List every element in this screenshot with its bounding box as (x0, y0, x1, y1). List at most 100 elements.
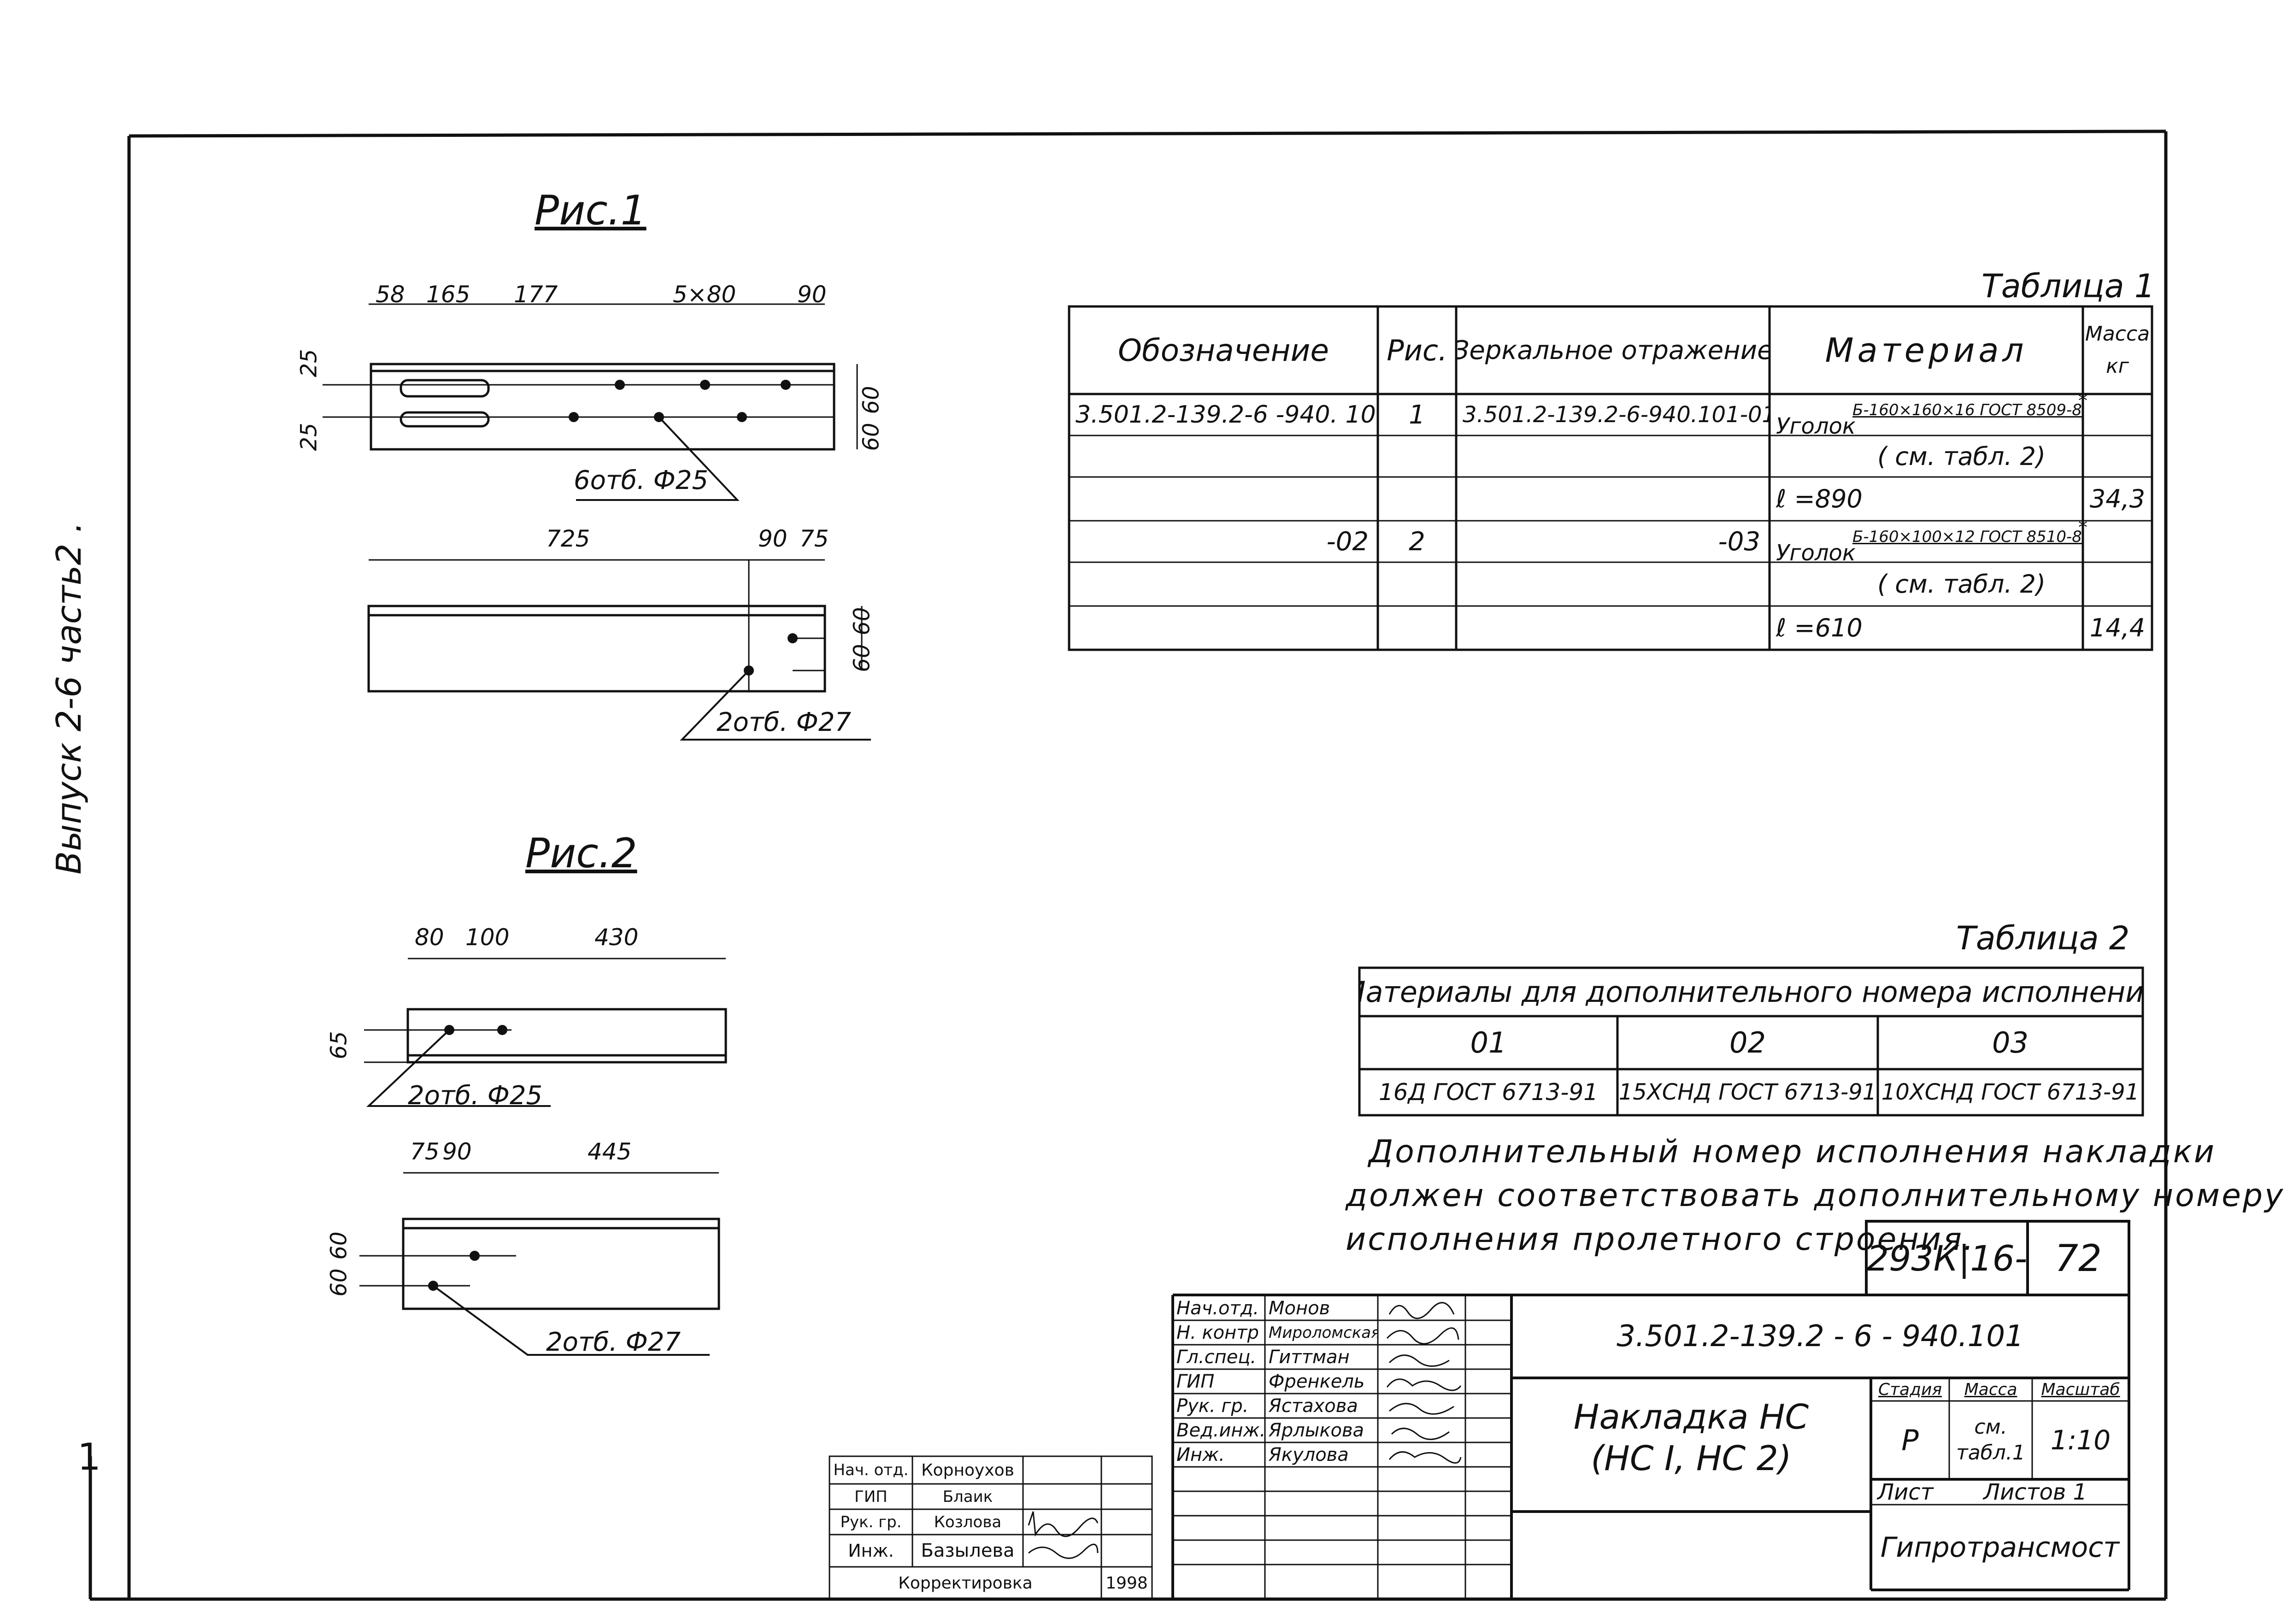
tb-name-1: Мироломская (1269, 1323, 1378, 1342)
fig1-bottom-part (367, 559, 863, 693)
fig1-dim-58: 58 (376, 281, 405, 308)
table2-header: Материалы для дополнительного номера исп… (1359, 975, 2143, 1009)
tb-name-3: Френкель (1269, 1371, 1365, 1392)
fig2-top-part (364, 958, 727, 1064)
table1-row1-mirror: 3.501.2-139.2-6-940.101-01 (1463, 402, 1770, 428)
tb-name-4: Ястахова (1269, 1395, 1358, 1417)
table1-row1-length: ℓ =890 (1776, 484, 1863, 513)
tb-stage: Р (1901, 1423, 1919, 1457)
stamp-code: 1293К|16-2 (1866, 1221, 2028, 1295)
fig2-dim-430: 430 (594, 924, 639, 951)
fig1-dim-165: 165 (426, 281, 470, 308)
title-block-signatures (1386, 1302, 1462, 1464)
tb-stage-label: Стадия (1878, 1380, 1942, 1399)
fig2-dim-100: 100 (465, 924, 510, 951)
cb-year: 1998 (1105, 1573, 1148, 1593)
fig1-hole-note-bottom: 2отб. Ф27 (717, 707, 852, 737)
cb-name-0: Корноухов (921, 1460, 1014, 1480)
fig1-top-holes (569, 380, 791, 422)
fig1-dim-right-60a: 60 (858, 423, 884, 451)
table2-val-01: 16Д ГОСТ 6713-91 (1378, 1079, 1599, 1106)
fig1-dim-90b: 90 (758, 525, 788, 552)
tb-name-line2: (НС I, НС 2) (1591, 1439, 1792, 1478)
correction-block-signatures (1028, 1511, 1099, 1559)
fig1-hole-note-top: 6отб. Ф25 (574, 465, 709, 495)
table1-row2-designation: -02 (1326, 526, 1369, 557)
tb-scale-label: Масштаб (2041, 1380, 2120, 1399)
fig1-dim-br-60a: 60 (849, 644, 875, 672)
table1-header-material: Материал (1825, 331, 2028, 370)
table1-row1-star: * (2078, 392, 2087, 410)
fig2-dim-65: 65 (326, 1031, 352, 1059)
tb-sheet-label: Лист (1877, 1479, 1934, 1505)
tb-mass: см. табл.1 (1956, 1415, 2025, 1465)
table1-row1-fig: 1 (1409, 400, 1425, 430)
fig1-top-part (323, 303, 858, 451)
tb-name-5: Ярлыкова (1269, 1419, 1364, 1441)
fig2-dim-left-60a: 60 (326, 1268, 352, 1297)
fig2-dim-left-60b: 60 (326, 1231, 352, 1260)
fig2-hole-note-top: 2отб. Ф25 (408, 1081, 543, 1111)
tb-role-3: ГИП (1176, 1371, 1215, 1392)
table2-val-02: 15ХСНД ГОСТ 6713-91 (1618, 1079, 1877, 1105)
stamp-num: 72 (2055, 1236, 2102, 1280)
table1-row2-mass: 14,4 (2089, 613, 2146, 642)
tb-name-0: Монов (1269, 1297, 1330, 1319)
fig1-dim-left-25a: 25 (296, 349, 322, 377)
table1-header-fig: Рис. (1387, 333, 1447, 367)
title-block-row-lines (1173, 1319, 1511, 1565)
fig1-dim-75: 75 (800, 525, 829, 552)
fig2-dim-75: 75 (410, 1138, 440, 1165)
tb-name-2: Гиттман (1269, 1346, 1350, 1368)
fig1-dim-725: 725 (546, 525, 590, 552)
table2-val-03: 10ХСНД ГОСТ 6713-91 (1881, 1079, 2140, 1105)
correction-block-grid (829, 1455, 1153, 1600)
fig1-dim-177: 177 (514, 281, 558, 308)
fig2-title: Рис.2 (525, 830, 637, 877)
stamp-code-left: 1293К (1866, 1237, 1958, 1279)
tb-org: Гипротрансмост (1880, 1531, 2120, 1564)
fig1-dim-left-25b: 25 (296, 423, 322, 451)
tb-role-5: Вед.инж. (1176, 1419, 1265, 1441)
table1-row1-mass: 34,3 (2089, 484, 2146, 513)
tb-role-4: Рук. гр. (1176, 1395, 1249, 1417)
cb-role-1: ГИП (854, 1487, 888, 1506)
tb-role-2: Гл.спец. (1176, 1346, 1257, 1368)
tb-scale: 1:10 (2050, 1424, 2111, 1456)
cb-role-0: Нач. отд. (833, 1461, 909, 1479)
stamp-code-right: 16-2 (1970, 1237, 2028, 1279)
note-line-3: исполнения пролетного строения. (1346, 1221, 1976, 1258)
tb-name-6: Якулова (1269, 1444, 1349, 1465)
cb-name-1: Блаик (942, 1487, 993, 1506)
table1-header-designation: Обозначение (1118, 332, 1329, 368)
stamp-code-sep: | (1958, 1237, 1970, 1279)
note-line-1: Дополнительный номер исполнения накладки (1369, 1134, 2217, 1170)
tb-sheets-label: Листов 1 (1983, 1479, 2087, 1505)
tb-name-line1: Накладка НС (1573, 1397, 1809, 1437)
table1-row1-material-spec: Б-160×160×16 ГОСТ 8509-86 (1852, 401, 2083, 419)
fig2-hole-note-bottom: 2отб. Ф27 (546, 1327, 681, 1357)
table1-header-mirror: Зеркальное отражение (1456, 335, 1770, 365)
table1-row2-fig: 2 (1409, 526, 1425, 557)
fig1-dim-br-60b: 60 (849, 607, 875, 635)
cb-role-3: Инж. (848, 1541, 894, 1561)
table1-caption: Таблица 1 (1981, 267, 2155, 305)
fig1-title: Рис.1 (535, 187, 647, 234)
table2-grid (1358, 966, 2144, 1117)
note-line-2: должен соответствовать дополнительному н… (1346, 1177, 2285, 1214)
table1-row1-designation: 3.501.2-139.2-6 -940. 101 (1076, 401, 1378, 429)
table1-row1-material-label: Уголок (1776, 413, 1856, 439)
sidebar-note: Выпуск 2-6 часть2 . (49, 522, 89, 875)
tb-mass-label: Масса (1964, 1380, 2017, 1399)
table1-row2-material-label: Уголок (1776, 540, 1856, 566)
fig1-dim-right-60b: 60 (858, 386, 884, 414)
fig2-dim-90: 90 (442, 1138, 472, 1165)
table1-row2-mirror: -03 (1718, 526, 1760, 557)
cb-label: Корректировка (898, 1573, 1033, 1593)
table1-row1-see: ( см. табл. 2) (1877, 441, 2046, 471)
tb-role-1: Н. контр (1176, 1322, 1259, 1343)
fig2-dim-80: 80 (415, 924, 444, 951)
table1-header-mass: Масса кг (2085, 322, 2150, 378)
table1-row2-star: * (2078, 518, 2087, 537)
